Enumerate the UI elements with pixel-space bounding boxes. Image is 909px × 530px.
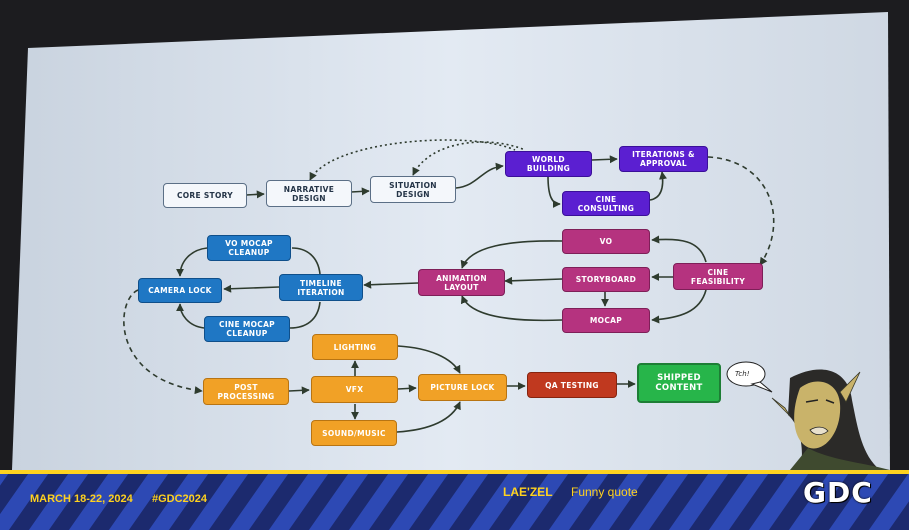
node-vo-mocap-cleanup: VO MOCAP CLEANUP xyxy=(207,235,291,261)
gdc-logo: GDC xyxy=(803,476,873,509)
node-lighting: LIGHTING xyxy=(312,334,398,360)
node-post-processing: POST PROCESSING xyxy=(203,378,289,405)
footer: MARCH 18-22, 2024 #GDC2024 LAE'ZEL Funny… xyxy=(0,470,909,530)
node-core-story: CORE STORY xyxy=(163,183,247,208)
speech-bubble-text: Tch! xyxy=(735,370,750,378)
node-qa-testing: QA TESTING xyxy=(527,372,617,398)
node-cine-mocap-cleanup: CINE MOCAP CLEANUP xyxy=(204,316,290,342)
node-iterations-approval: ITERATIONS & APPROVAL xyxy=(619,146,708,172)
node-mocap: MOCAP xyxy=(562,308,650,333)
node-narrative-design: NARRATIVE DESIGN xyxy=(266,180,352,207)
node-vo: VO xyxy=(562,229,650,254)
node-cine-consulting: CINE CONSULTING xyxy=(562,191,650,216)
speech-bubble xyxy=(726,361,773,393)
node-timeline-iteration: TIMELINE ITERATION xyxy=(279,274,363,301)
node-shipped-content: SHIPPED CONTENT xyxy=(637,363,721,403)
node-picture-lock: PICTURE LOCK xyxy=(418,374,507,401)
footer-hashtag: #GDC2024 xyxy=(152,493,208,505)
slide-background xyxy=(12,12,890,478)
laezel-portrait-illustration xyxy=(771,369,890,470)
node-cine-feasibility: CINE FEASIBILITY xyxy=(673,263,763,290)
node-animation-layout: ANIMATION LAYOUT xyxy=(418,269,505,296)
footer-band xyxy=(0,470,909,530)
node-world-building: WORLD BUILDING xyxy=(505,151,592,177)
connector-lines xyxy=(123,139,775,433)
node-storyboard: STORYBOARD xyxy=(562,267,650,292)
node-vfx: VFX xyxy=(311,376,398,403)
footer-speaker: LAE'ZEL xyxy=(503,485,553,499)
node-sound-music: SOUND/MUSIC xyxy=(311,420,397,446)
node-situation-design: SITUATION DESIGN xyxy=(370,176,456,203)
footer-date: MARCH 18-22, 2024 xyxy=(30,493,133,505)
footer-quote: Funny quote xyxy=(571,485,638,499)
node-camera-lock: CAMERA LOCK xyxy=(138,278,222,303)
